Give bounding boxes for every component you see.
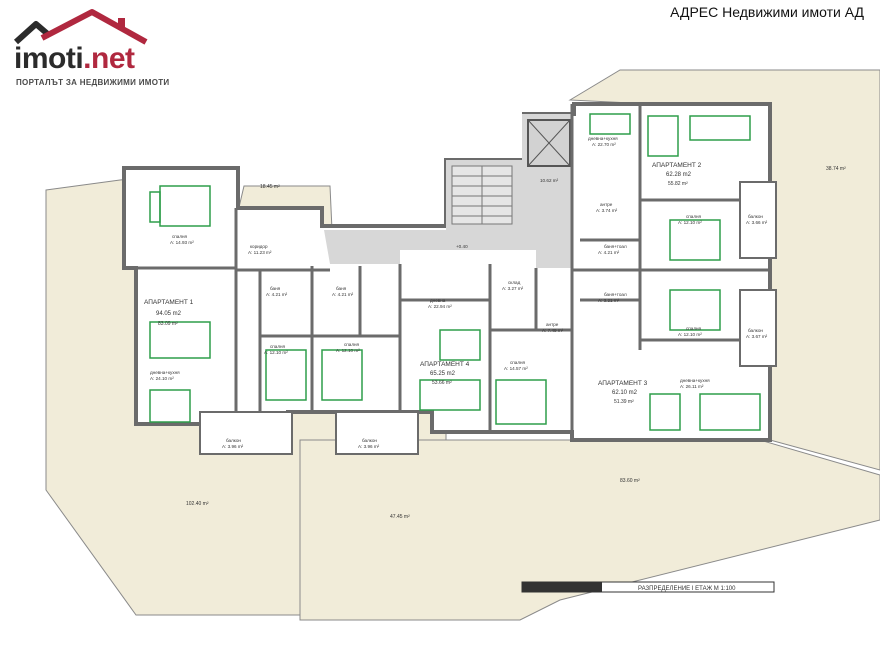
room-name: балкон	[226, 438, 241, 443]
imoti-logo[interactable]: imoti.net ПОРТАЛЪТ ЗА НЕДВИЖИМИ ИМОТИ	[6, 8, 170, 87]
apartment-net-area: 83.09 m²	[158, 321, 178, 327]
terrace-area: 83.60 m²	[620, 478, 640, 484]
room-area: A: 24.10 m²	[150, 376, 174, 381]
room-area: A: 7.49 m²	[542, 328, 564, 333]
corridor	[324, 114, 572, 268]
room-name: спалня	[344, 342, 360, 347]
room-name: антре	[546, 322, 559, 327]
title-strip-bar	[522, 582, 602, 592]
apartment-name: АПАРТАМЕНТ 4	[420, 361, 470, 368]
room-area: A: 22.94 m²	[428, 304, 452, 309]
apartment-net-area: 51.39 m²	[614, 399, 634, 405]
room-name: дневна+кухня	[680, 378, 710, 383]
room-name: спалня	[686, 326, 702, 331]
terrace-area: 38.74 m²	[826, 166, 846, 172]
apartment-area: 62.10 m2	[612, 390, 638, 396]
room-name: коридор	[250, 244, 268, 249]
room-name: антре	[600, 202, 613, 207]
room-area: A: 4.21 m²	[598, 250, 620, 255]
terrace-area: 18.45 m²	[260, 184, 280, 190]
room-area: A: 3.27 m²	[502, 286, 524, 291]
room-area: A: 11.23 m²	[248, 250, 272, 255]
room-area: A: 4.21 m²	[266, 292, 288, 297]
apartment-area: 62.28 m2	[666, 172, 692, 178]
room-area: A: 12.10 m²	[678, 332, 702, 337]
room-name: балкон	[748, 328, 763, 333]
terrace-area: 102.40 m²	[186, 501, 209, 507]
furniture	[149, 113, 761, 431]
room-name: балкон	[748, 214, 763, 219]
apartment-name: АПАРТАМЕНТ 1	[144, 299, 194, 306]
room-name: спалня	[686, 214, 702, 219]
room-name: спалня	[172, 234, 188, 239]
room-name: баня+тоал	[604, 292, 627, 297]
balconies	[199, 181, 777, 455]
room-area: A: 12.10 m²	[336, 348, 360, 353]
room-name: баня+тоал	[604, 244, 627, 249]
terrace-bottom	[299, 439, 880, 621]
logo-wordmark: imoti.net	[14, 42, 135, 76]
stairs	[451, 165, 513, 225]
corridor-level: +0.40	[456, 244, 468, 249]
logo-tld: .net	[83, 42, 135, 75]
room-area: A: 14.93 m²	[170, 240, 194, 245]
room-area: A: 22.70 m²	[592, 142, 616, 147]
room-area: A: 4.21 m²	[332, 292, 354, 297]
apartment-name: АПАРТАМЕНТ 3	[598, 380, 648, 387]
apartment-net-area: 55.82 m²	[668, 181, 688, 187]
apartment-net-area: 53.66 m²	[432, 380, 452, 386]
plan-title: РАЗПРЕДЕЛЕНИЕ I ЕТАЖ М 1:100	[638, 586, 736, 592]
room-name: спалня	[510, 360, 526, 365]
apartment-name: АПАРТАМЕНТ 2	[652, 162, 702, 169]
room-area: A: 12.10 m²	[678, 220, 702, 225]
logo-main: imoti	[14, 42, 84, 75]
logo-tagline: ПОРТАЛЪТ ЗА НЕДВИЖИМИ ИМОТИ	[16, 78, 170, 87]
room-name: дневна	[430, 298, 446, 303]
room-name: балкон	[362, 438, 377, 443]
room-labels: спалня A: 14.93 m² коридор A: 11.23 m² д…	[150, 136, 768, 449]
terrace-area: 47.45 m²	[390, 514, 410, 520]
room-area: A: 3.74 m²	[596, 208, 618, 213]
room-name: баня	[336, 286, 347, 291]
room-area: A: 3.66 m²	[746, 220, 768, 225]
elevator-area: 10.62 m²	[540, 178, 559, 183]
room-area: A: 3.96 m²	[222, 444, 244, 449]
room-name: баня	[270, 286, 281, 291]
room-area: A: 3.67 m²	[746, 334, 768, 339]
apartment-area: 65.25 m2	[430, 371, 456, 377]
interior-walls	[136, 104, 770, 440]
house-roof-icon	[13, 9, 148, 45]
building	[122, 102, 772, 442]
room-area: A: 14.57 m²	[504, 366, 528, 371]
apartment-area: 94.05 m2	[156, 311, 182, 317]
room-area: A: 12.10 m²	[264, 350, 288, 355]
room-area: A: 3.96 m²	[358, 444, 380, 449]
room-name: спалня	[270, 344, 286, 349]
room-name: склад	[508, 280, 521, 285]
room-name: дневна+кухня	[150, 370, 180, 375]
room-name: дневна+кухня	[588, 136, 618, 141]
agency-watermark: АДРЕС Недвижими имоти АД	[670, 4, 864, 20]
room-area: A: 26.11 m²	[680, 384, 704, 389]
room-area: A: 3.21 m²	[598, 298, 620, 303]
